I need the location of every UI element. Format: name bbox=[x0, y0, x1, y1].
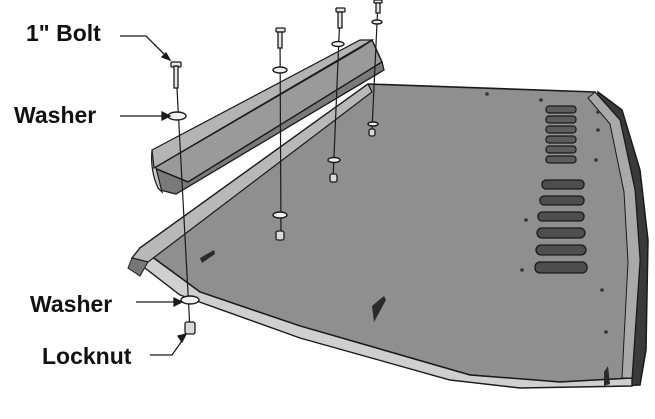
plate-slots bbox=[200, 250, 610, 386]
skid-plate bbox=[127, 83, 649, 389]
callout-washer-top: Washer bbox=[14, 102, 97, 128]
washers bbox=[167, 19, 383, 305]
callout-locknut: Locknut bbox=[42, 343, 132, 369]
locknuts bbox=[184, 128, 376, 335]
mounting-holes bbox=[485, 92, 608, 334]
vent-slots-upper bbox=[545, 105, 577, 164]
callout-leaders bbox=[120, 35, 188, 356]
vent-slots-lower bbox=[534, 179, 588, 274]
callout-washer-bottom: Washer bbox=[30, 291, 113, 317]
bolts bbox=[170, 0, 383, 89]
mounting-bracket bbox=[151, 38, 385, 195]
callout-1-inch-bolt: 1" Bolt bbox=[26, 20, 101, 46]
